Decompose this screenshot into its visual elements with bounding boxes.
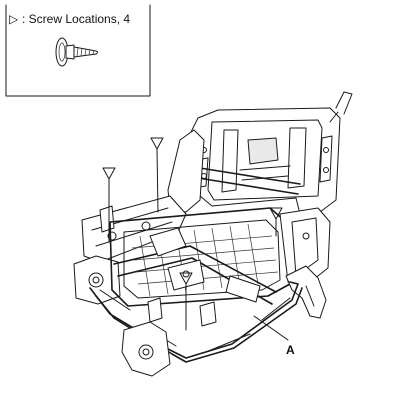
center-bracket <box>167 259 205 291</box>
screw-marker-1 <box>102 167 116 243</box>
callout-a: A <box>253 315 295 357</box>
screw-marker-2 <box>150 137 164 213</box>
left-side-member <box>81 129 205 263</box>
front-left-bracket <box>73 205 121 305</box>
callout-a-label: A <box>286 343 295 357</box>
seat-frame <box>73 91 353 377</box>
screw-marker-legend-symbol: ▷ <box>9 12 19 26</box>
spring-grid <box>131 223 279 297</box>
screw-markers <box>102 137 283 331</box>
front-cross-members <box>113 227 277 305</box>
legend-label: : Screw Locations, 4 <box>22 12 130 26</box>
rear-cross-tube <box>197 167 301 195</box>
screw-marker-3 <box>269 207 283 237</box>
cushion-frame <box>109 207 291 307</box>
screw-marker-4 <box>179 272 193 331</box>
front-bottom-bracket <box>121 297 217 377</box>
screw-icon <box>55 37 98 67</box>
seat-back-frame <box>185 91 353 215</box>
legend-box: ▷ : Screw Locations, 4 <box>5 4 151 97</box>
right-side-member <box>279 207 331 291</box>
